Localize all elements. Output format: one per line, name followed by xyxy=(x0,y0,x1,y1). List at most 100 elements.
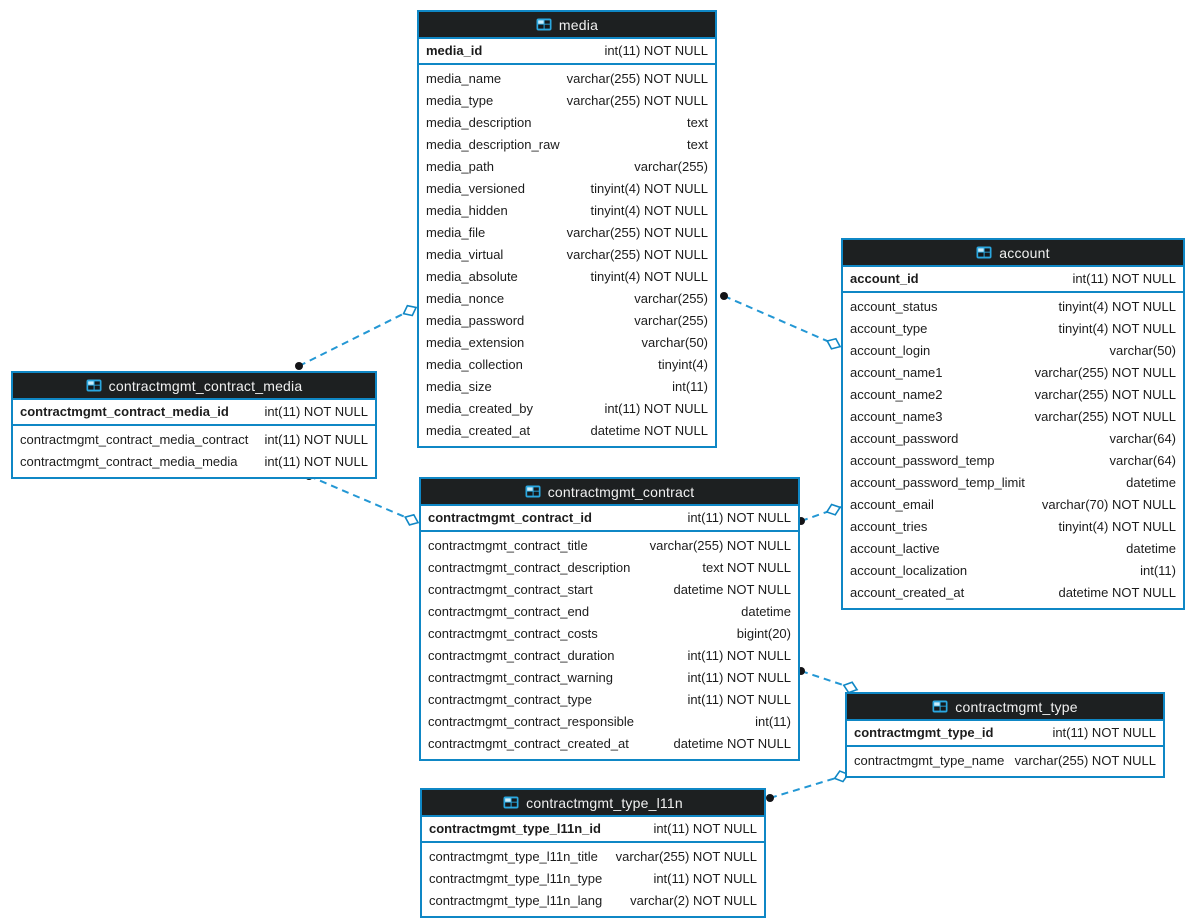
column-type: varchar(255) NOT NULL xyxy=(1034,365,1176,380)
db-table-contractmgmt_contract[interactable]: contractmgmt_contract contractmgmt_contr… xyxy=(419,477,800,761)
column-name: account_name3 xyxy=(850,409,943,424)
column-row: media_password varchar(255) xyxy=(419,310,715,332)
primary-key-row: contractmgmt_type_l11n_id int(11) NOT NU… xyxy=(422,815,764,843)
column-type: varchar(255) NOT NULL xyxy=(1034,387,1176,402)
primary-key-row: media_id int(11) NOT NULL xyxy=(419,37,715,65)
column-row: contractmgmt_contract_title varchar(255)… xyxy=(421,535,798,557)
column-name: contractmgmt_contract_responsible xyxy=(428,714,634,729)
column-type: datetime xyxy=(1126,541,1176,556)
db-table-media[interactable]: media media_id int(11) NOT NULL media_na… xyxy=(417,10,717,448)
column-name: media_name xyxy=(426,71,502,86)
column-name: contractmgmt_contract_duration xyxy=(428,648,615,663)
table-header[interactable]: account xyxy=(843,240,1183,265)
dot-endpoint-marker xyxy=(766,794,774,802)
db-table-contractmgmt_type[interactable]: contractmgmt_type contractmgmt_type_id i… xyxy=(845,692,1165,778)
column-row: media_type varchar(255) NOT NULL xyxy=(419,90,715,112)
diamond-endpoint-marker xyxy=(825,503,842,516)
column-name: account_status xyxy=(850,299,938,314)
column-row: contractmgmt_type_l11n_lang varchar(2) N… xyxy=(422,890,764,912)
diamond-endpoint-marker xyxy=(842,681,859,694)
column-row: contractmgmt_contract_description text N… xyxy=(421,557,798,579)
column-row: contractmgmt_type_l11n_title varchar(255… xyxy=(422,846,764,868)
table-title: account xyxy=(999,244,1050,261)
column-row: account_name1 varchar(255) NOT NULL xyxy=(843,362,1183,384)
column-row: media_created_by int(11) NOT NULL xyxy=(419,398,715,420)
column-row: media_versioned tinyint(4) NOT NULL xyxy=(419,178,715,200)
table-icon xyxy=(525,485,541,498)
db-table-contractmgmt_contract_media[interactable]: contractmgmt_contract_media contractmgmt… xyxy=(11,371,377,479)
column-name: account_lactive xyxy=(850,541,940,556)
column-row: media_absolute tinyint(4) NOT NULL xyxy=(419,266,715,288)
column-name: contractmgmt_contract_created_at xyxy=(428,736,629,751)
column-name: account_email xyxy=(850,497,934,512)
column-type: varchar(255) NOT NULL xyxy=(566,247,708,262)
column-row: account_email varchar(70) NOT NULL xyxy=(843,494,1183,516)
table-body: media_name varchar(255) NOT NULL media_t… xyxy=(419,65,715,446)
column-row: media_file varchar(255) NOT NULL xyxy=(419,222,715,244)
column-type: int(11) NOT NULL xyxy=(653,871,757,886)
column-name: account_localization xyxy=(850,563,968,578)
column-type: datetime xyxy=(741,604,791,619)
column-name: media_absolute xyxy=(426,269,518,284)
table-body: contractmgmt_type_l11n_title varchar(255… xyxy=(422,843,764,916)
dot-endpoint-marker xyxy=(295,362,303,370)
column-name: contractmgmt_contract_id xyxy=(428,510,592,525)
column-name: media_path xyxy=(426,159,494,174)
column-type: datetime NOT NULL xyxy=(673,582,791,597)
column-type: bigint(20) xyxy=(736,626,791,641)
column-type: int(11) NOT NULL xyxy=(687,510,791,525)
column-type: text xyxy=(687,115,708,130)
column-type: varchar(255) NOT NULL xyxy=(1034,409,1176,424)
column-row: account_password_temp varchar(64) xyxy=(843,450,1183,472)
table-body: account_status tinyint(4) NOT NULL accou… xyxy=(843,293,1183,608)
table-header[interactable]: contractmgmt_contract_media xyxy=(13,373,375,398)
column-row: contractmgmt_contract_type int(11) NOT N… xyxy=(421,689,798,711)
db-table-contractmgmt_type_l11n[interactable]: contractmgmt_type_l11n contractmgmt_type… xyxy=(420,788,766,918)
table-icon xyxy=(86,379,102,392)
column-name: contractmgmt_contract_start xyxy=(428,582,593,597)
table-icon xyxy=(976,246,992,259)
column-row: media_name varchar(255) NOT NULL xyxy=(419,68,715,90)
column-name: media_nonce xyxy=(426,291,505,306)
column-type: int(11) NOT NULL xyxy=(653,821,757,836)
column-type: tinyint(4) NOT NULL xyxy=(590,181,708,196)
primary-key-row: contractmgmt_contract_media_id int(11) N… xyxy=(13,398,375,426)
table-icon xyxy=(932,700,948,713)
column-type: varchar(255) xyxy=(634,159,708,174)
table-header[interactable]: media xyxy=(419,12,715,37)
column-name: media_collection xyxy=(426,357,523,372)
diamond-endpoint-marker xyxy=(404,513,420,526)
column-name: media_password xyxy=(426,313,525,328)
table-header[interactable]: contractmgmt_type_l11n xyxy=(422,790,764,815)
table-header[interactable]: contractmgmt_type xyxy=(847,694,1163,719)
column-type: text NOT NULL xyxy=(702,560,791,575)
column-type: tinyint(4) NOT NULL xyxy=(590,203,708,218)
column-type: int(11) NOT NULL xyxy=(687,692,791,707)
column-type: tinyint(4) NOT NULL xyxy=(1058,519,1176,534)
column-name: media_description_raw xyxy=(426,137,560,152)
column-name: account_login xyxy=(850,343,931,358)
column-type: datetime xyxy=(1126,475,1176,490)
column-row: media_collection tinyint(4) xyxy=(419,354,715,376)
column-row: contractmgmt_contract_media_media int(11… xyxy=(13,451,375,473)
table-header[interactable]: contractmgmt_contract xyxy=(421,479,798,504)
column-type: varchar(255) xyxy=(634,291,708,306)
column-type: varchar(50) xyxy=(641,335,708,350)
column-type: varchar(255) xyxy=(634,313,708,328)
column-row: media_created_at datetime NOT NULL xyxy=(419,420,715,442)
column-type: varchar(255) NOT NULL xyxy=(649,538,791,553)
column-type: varchar(50) xyxy=(1109,343,1176,358)
column-type: varchar(64) xyxy=(1109,453,1176,468)
column-row: account_type tinyint(4) NOT NULL xyxy=(843,318,1183,340)
column-row: account_name2 varchar(255) NOT NULL xyxy=(843,384,1183,406)
column-name: media_id xyxy=(426,43,483,58)
db-table-account[interactable]: account account_id int(11) NOT NULL acco… xyxy=(841,238,1185,610)
column-row: contractmgmt_contract_responsible int(11… xyxy=(421,711,798,733)
column-name: media_created_at xyxy=(426,423,531,438)
table-title: contractmgmt_contract xyxy=(547,483,695,500)
column-name: contractmgmt_contract_description xyxy=(428,560,631,575)
column-name: contractmgmt_contract_title xyxy=(428,538,588,553)
diamond-endpoint-marker xyxy=(826,337,842,350)
column-type: int(11) NOT NULL xyxy=(604,401,708,416)
relationship-contractmgmt_contract_media-to-contractmgmt_contract xyxy=(305,472,420,526)
